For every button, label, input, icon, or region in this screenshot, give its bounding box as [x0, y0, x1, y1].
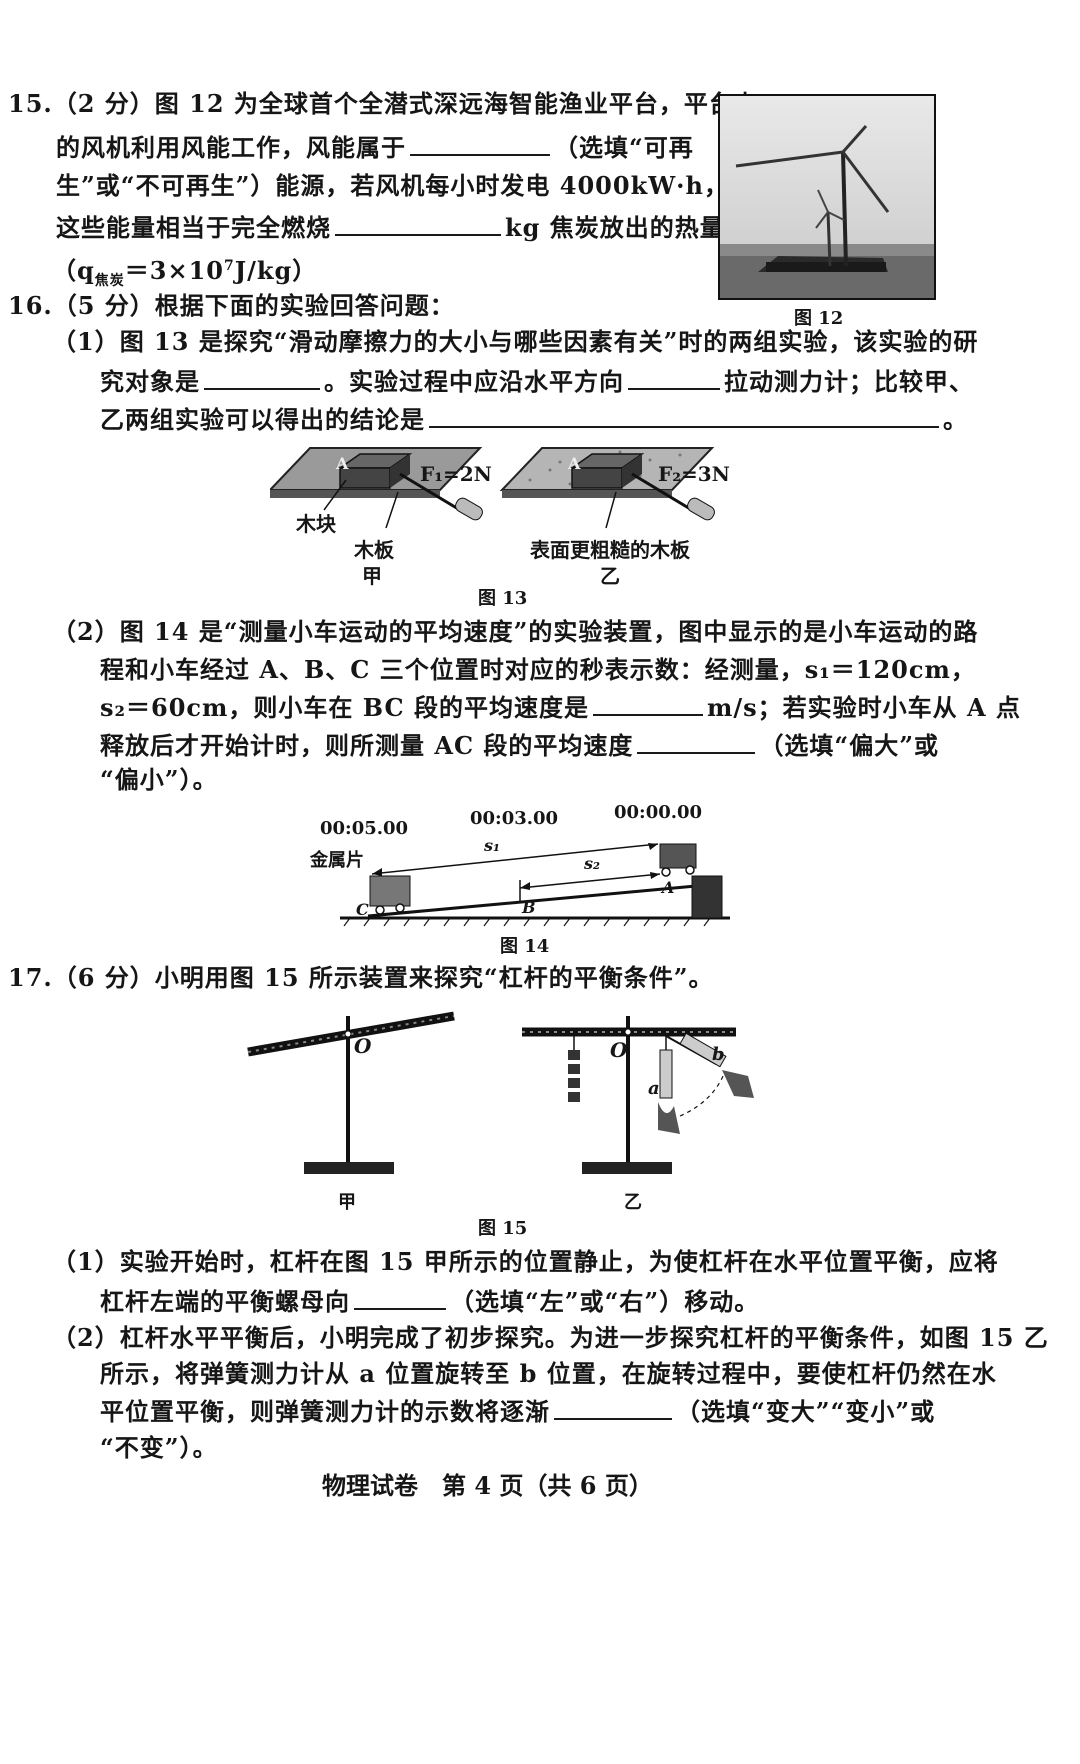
q15-line-4-text-a: 这些能量相当于完全燃烧	[56, 213, 331, 242]
q16-p2-line-3: s₂＝60cm，则小车在 BC 段的平均速度是 m/s；若实验时小车从 A 点	[100, 690, 1021, 724]
q17-p2-line-1: （2）杠杆水平平衡后，小明完成了初步探究。为进一步探究杠杆的平衡条件，如图 15…	[52, 1323, 1049, 1352]
q15-exponent: 7	[224, 258, 235, 274]
q16-blank-5	[637, 728, 756, 754]
q16-p2-line-4-b: （选填“偏大”或	[759, 731, 940, 760]
q17-p2-line-4: “不变”）。	[100, 1433, 218, 1462]
q16-line-1: 16.（5 分）根据下面的实验回答问题：	[8, 291, 455, 320]
q16-p1-line-3-a: 乙两组实验可以得出的结论是	[100, 405, 425, 434]
fig14-time-a: 00:00.00	[614, 802, 703, 823]
q16-blank-1	[204, 364, 320, 390]
q17-p1-line-2: 杠杆左端的平衡螺母向 （选填“左”或“右”）移动。	[100, 1284, 759, 1318]
figure-15-caption: 图 15	[478, 1218, 528, 1239]
q16-p1-line-2-b: 。实验过程中应沿水平方向	[324, 367, 624, 396]
q16-p1-line-3-b: 。	[943, 405, 968, 434]
fig14-c-label: C	[356, 900, 369, 919]
q15-line-2: 的风机利用风能工作，风能属于 （选填“可再	[56, 130, 694, 164]
q16-p1-line-2-a: 究对象是	[100, 367, 200, 396]
fig13-yi-label: 乙	[600, 564, 620, 588]
fig13-block-a-left: A	[336, 454, 349, 473]
fig14-metal-label: 金属片	[310, 850, 364, 871]
q17-p1-line-2-b: （选填“左”或“右”）移动。	[450, 1287, 760, 1316]
q15-line-5: （q焦炭＝3×107J/kg）	[52, 250, 317, 297]
figure-12-caption: 图 12	[794, 308, 844, 329]
q16-p2-line-4: 释放后才开始计时，则所测量 AC 段的平均速度 （选填“偏大”或	[100, 728, 939, 762]
fig13-f1-label: F₁=2N	[420, 462, 492, 486]
q15-line-4-text-b: kg 焦炭放出的热量。	[505, 213, 750, 242]
q17-p1-line-2-a: 杠杆左端的平衡螺母向	[100, 1287, 350, 1316]
q15-q-symbol: （q	[52, 256, 95, 285]
fig13-f2-label: F₂=3N	[658, 462, 730, 486]
q17-p2-line-3: 平位置平衡，则弹簧测力计的示数将逐渐 （选填“变大”“变小”或	[100, 1394, 935, 1428]
figure-14-caption: 图 14	[500, 936, 550, 957]
fig15-o-label-yi: O	[610, 1038, 628, 1062]
fig14-time-b: 00:03.00	[470, 808, 559, 829]
q17-p2-line-3-a: 平位置平衡，则弹簧测力计的示数将逐渐	[100, 1397, 550, 1426]
q15-blank-2	[335, 210, 501, 236]
q17-blank-2	[554, 1394, 672, 1420]
q16-p1-line-1: （1）图 13 是探究“滑动摩擦力的大小与哪些因素有关”时的两组实验，该实验的研	[52, 327, 979, 356]
q17-p2-line-2: 所示，将弹簧测力计从 a 位置旋转至 b 位置，在旋转过程中，要使杠杆仍然在水	[100, 1359, 997, 1388]
q17-line-1: 17.（6 分）小明用图 15 所示装置来探究“杠杆的平衡条件”。	[8, 963, 714, 992]
fig14-b-label: B	[522, 898, 536, 917]
figure-13-caption: 图 13	[478, 588, 528, 609]
fig13-wood-block-label: 木块	[296, 512, 336, 536]
fig15-b-label: b	[712, 1044, 725, 1065]
q15-line-1: 15.（2 分）图 12 为全球首个全潜式深远海智能渔业平台，平台上	[8, 89, 759, 118]
q16-p2-line-3-b: m/s；若实验时小车从 A 点	[706, 693, 1021, 722]
fig13-rough-board-label: 表面更粗糙的木板	[530, 538, 690, 562]
fig14-time-c: 00:05.00	[320, 818, 409, 839]
q16-p1-line-2-c: 拉动测力计；比较甲、	[724, 367, 974, 396]
q16-p2-line-5: “偏小”）。	[100, 765, 218, 794]
page-footer: 物理试卷 第 4 页（共 6 页）	[322, 1471, 653, 1500]
fig13-block-a-right: A	[568, 454, 581, 473]
figure-12-photo	[718, 94, 936, 300]
figure-14-diagram	[340, 843, 730, 927]
fig14-a-label: A	[662, 878, 675, 897]
figure-13-diagram	[270, 447, 715, 529]
q16-p2-line-3-a: s₂＝60cm，则小车在 BC 段的平均速度是	[100, 693, 589, 722]
q15-line-2-text-a: 的风机利用风能工作，风能属于	[56, 133, 406, 162]
q15-line-2-text-b: （选填“可再	[554, 133, 694, 162]
q17-p1-line-1: （1）实验开始时，杠杆在图 15 甲所示的位置静止，为使杠杆在水平位置平衡，应将	[52, 1247, 999, 1276]
q15-q-subscript: 焦炭	[94, 272, 125, 289]
q16-p2-line-2: 程和小车经过 A、B、C 三个位置时对应的秒表示数：经测量，s₁＝120cm，	[100, 655, 976, 684]
figure-15-diagram	[247, 1011, 754, 1174]
fig15-jia-label: 甲	[338, 1192, 356, 1213]
q17-p2-line-3-b: （选填“变大”“变小”或	[676, 1397, 936, 1426]
q16-blank-3	[429, 402, 939, 428]
fig14-s2-label: s₂	[584, 854, 601, 873]
q16-blank-2	[628, 364, 720, 390]
q15-blank-1	[410, 130, 550, 156]
fig14-s1-label: s₁	[484, 836, 501, 855]
q16-p1-line-2: 究对象是 。实验过程中应沿水平方向 拉动测力计；比较甲、	[100, 364, 974, 398]
q15-unit: J/kg）	[234, 256, 318, 285]
fig15-yi-label: 乙	[624, 1192, 642, 1213]
fig13-jia-label: 甲	[362, 564, 382, 588]
fig13-board-label: 木板	[354, 538, 394, 562]
q17-blank-1	[354, 1284, 446, 1310]
q15-line-3: 生”或“不可再生”）能源，若风机每小时发电 4000kW·h，	[56, 171, 729, 200]
q16-p1-line-3: 乙两组实验可以得出的结论是 。	[100, 402, 968, 436]
q15-value: ＝3×10	[124, 256, 224, 285]
q16-p2-line-4-a: 释放后才开始计时，则所测量 AC 段的平均速度	[100, 731, 634, 760]
q16-p2-line-1: （2）图 14 是“测量小车运动的平均速度”的实验装置，图中显示的是小车运动的路	[52, 617, 979, 646]
q15-line-4: 这些能量相当于完全燃烧 kg 焦炭放出的热量。	[56, 210, 750, 244]
fig15-o-label-jia: O	[354, 1034, 372, 1058]
q16-blank-4	[592, 690, 703, 716]
fig15-a-label: a	[648, 1078, 660, 1099]
